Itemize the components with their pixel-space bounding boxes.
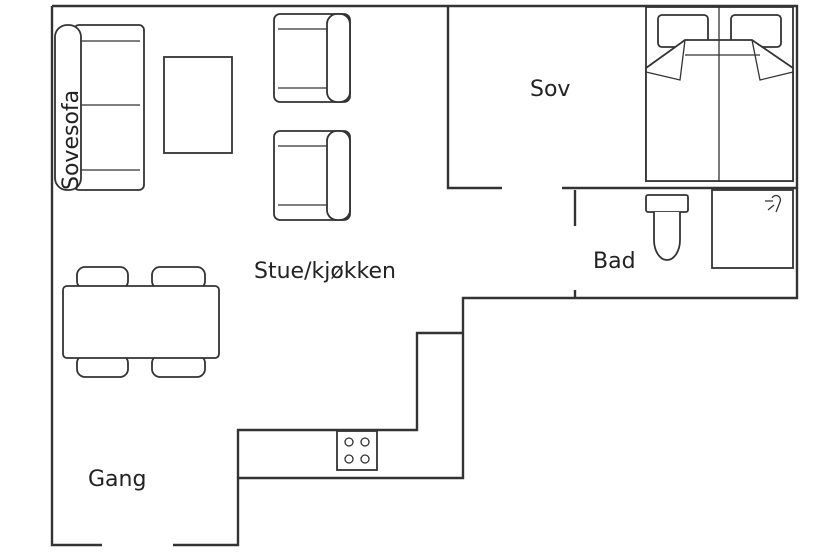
dining-set xyxy=(62,266,220,378)
armchair-2 xyxy=(273,130,351,221)
label-sofa-bed: Sovesofa xyxy=(59,90,84,190)
label-hallway: Gang xyxy=(88,467,146,492)
kitchen-counter xyxy=(336,430,378,471)
double-bed xyxy=(645,6,794,182)
toilet xyxy=(645,194,689,261)
coffee-table xyxy=(163,56,233,154)
walls xyxy=(50,4,799,547)
sofa-bed xyxy=(54,24,145,191)
shower-head-icon xyxy=(765,194,782,213)
label-bedroom: Sov xyxy=(530,77,570,102)
armchair-1 xyxy=(273,13,351,103)
label-living-kitchen: Stue/kjøkken xyxy=(254,259,396,284)
label-bathroom: Bad xyxy=(593,249,636,274)
shower xyxy=(711,189,794,269)
